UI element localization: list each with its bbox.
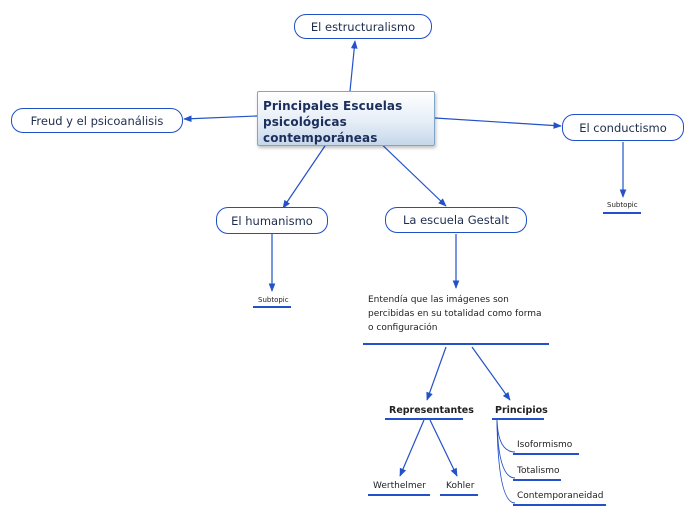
kohler-underline [440,494,478,496]
subtopic-isoformismo[interactable]: Isoformismo [517,440,573,450]
subtopic-werthelmer[interactable]: Werthelmer [373,481,426,491]
contemporaneidad-underline [513,504,606,506]
link-root-estructuralismo [349,40,358,92]
topic-gestalt[interactable]: La escuela Gestalt [385,207,527,233]
central-topic-label: Principales Escuelas psicológicas contem… [263,99,403,145]
isoformismo-underline [513,453,579,455]
topic-freud-label: Freud y el psicoanálisis [30,113,164,128]
topic-humanismo-label: El humanismo [231,213,313,228]
topic-humanismo[interactable]: El humanismo [216,207,328,234]
topic-gestalt-label: La escuela Gestalt [403,213,509,227]
subtopic-conductismo[interactable]: Subtopic [607,201,638,209]
topic-freud[interactable]: Freud y el psicoanálisis [11,108,183,133]
link-rep-kohler [429,419,458,477]
subtopic-totalismo[interactable]: Totalismo [517,466,560,476]
principios-underline [492,418,544,420]
subtopic-conductismo-underline [603,212,641,214]
gestalt-description-underline [363,343,549,345]
subtopic-representantes[interactable]: Representantes [389,405,474,416]
link-principios-isoformismo [496,419,516,453]
link-root-gestalt [373,136,447,207]
werthelmer-underline [368,494,430,496]
link-root-humanismo [282,136,332,209]
representantes-underline [385,418,463,420]
topic-conductismo[interactable]: El conductismo [562,114,684,141]
topic-estructuralismo-label: El estructuralismo [310,19,416,34]
link-desc-representantes [426,346,447,401]
totalismo-underline [513,479,561,481]
topic-estructuralismo[interactable]: El estructuralismo [294,14,432,39]
link-root-conductismo [434,117,562,129]
link-rep-werthelmer [399,419,425,477]
subtopic-principios[interactable]: Principios [495,405,548,416]
gestalt-description[interactable]: Entendía que las imágenes son percibidas… [368,295,542,333]
link-root-freud [183,115,258,123]
link-desc-principios [471,346,511,401]
link-principios-contemporaneidad [496,419,516,504]
subtopic-humanismo[interactable]: Subtopic [258,296,289,304]
subtopic-humanismo-underline [253,306,291,308]
subtopic-kohler[interactable]: Kohler [446,481,475,491]
central-topic[interactable]: Principales Escuelas psicológicas contem… [257,91,435,146]
topic-conductismo-label: El conductismo [579,120,667,135]
subtopic-contemporaneidad[interactable]: Contemporaneidad [517,491,604,501]
